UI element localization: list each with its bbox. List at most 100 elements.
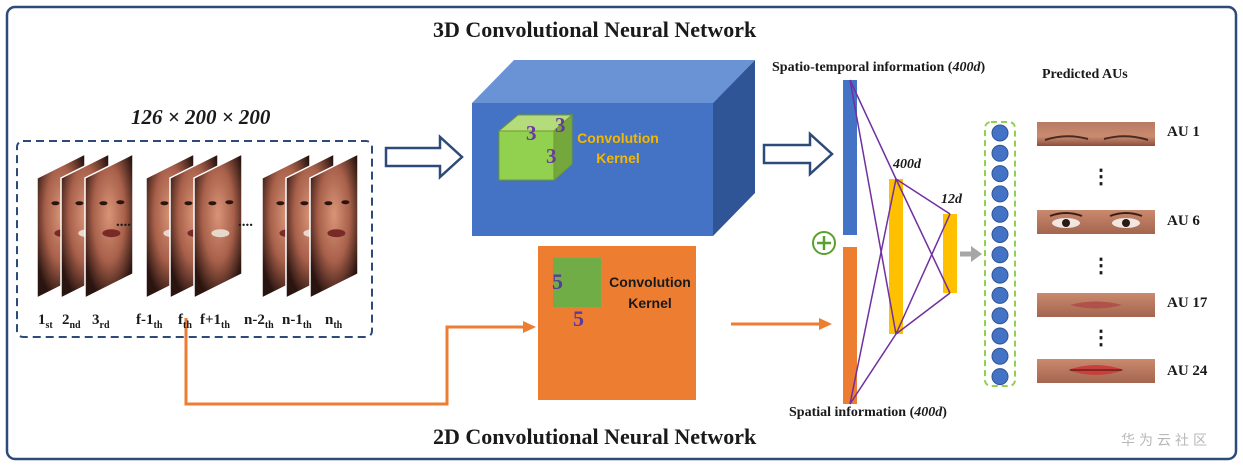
input-frames-box: [16, 140, 373, 338]
face-eye: [225, 200, 234, 205]
frame-label: f+1th: [200, 312, 230, 331]
output-node: [991, 368, 1009, 386]
output-nodes: [991, 124, 1009, 386]
face-frame: [84, 152, 134, 300]
kernel-2d-label: Convolution Kernel: [603, 272, 697, 314]
au-label-24: AU 24: [1167, 363, 1208, 379]
face-eye: [300, 201, 309, 206]
spatial-label: Spatial information (400d): [789, 405, 947, 421]
face-eye: [341, 200, 350, 205]
frame-label: nth: [325, 312, 342, 331]
frame-label: 2nd: [62, 312, 81, 331]
spatio-temporal-dim: 400d: [952, 60, 981, 75]
output-node: [991, 144, 1009, 162]
spatial-text: Spatial information (: [789, 405, 915, 420]
frame-label-base: n-2: [244, 312, 265, 328]
output-node: [991, 165, 1009, 183]
fc-400d-layer: [889, 179, 903, 334]
kernel-cube-front: [498, 130, 555, 181]
face-frame: [309, 152, 359, 300]
face-mouth: [327, 229, 346, 238]
output-node: [991, 347, 1009, 365]
link-fc1-to-fc2-a: [895, 178, 951, 215]
spatio-temporal-text: Spatio-temporal information (: [772, 60, 953, 75]
frame-label-base: f-1: [136, 312, 154, 328]
face-eye: [184, 201, 193, 206]
face-eye: [160, 201, 169, 206]
au-dots-2: ⋮: [1091, 255, 1111, 277]
face-eye: [116, 200, 125, 205]
face-mouth: [211, 229, 230, 238]
output-node: [991, 266, 1009, 284]
orange-arrowhead-2: [819, 318, 832, 330]
au-label-1: AU 1: [1167, 124, 1200, 140]
spatio-temporal-close: ): [980, 60, 986, 75]
frame-label-base: f+1: [200, 312, 222, 328]
frame-label-sub: st: [45, 320, 53, 331]
output-node: [991, 226, 1009, 243]
face-frame: [193, 152, 243, 300]
fc-connections: [849, 79, 951, 405]
frame-label: n-1th: [282, 312, 312, 331]
au-image-17: [1037, 293, 1155, 317]
frame-label-base: f: [178, 312, 183, 328]
frames-ellipsis-1: ....: [116, 214, 131, 230]
frame-label: fth: [178, 312, 192, 331]
frame-label-sub: th: [183, 320, 192, 331]
frame-label-sub: rd: [99, 320, 110, 331]
frame-label-base: n-1: [282, 312, 303, 328]
face-mouth: [102, 229, 121, 238]
fc1-dim-label: 400d: [893, 157, 921, 172]
face-eye: [324, 201, 333, 206]
title-2dcnn: 2D Convolutional Neural Network: [433, 424, 757, 449]
output-node: [991, 124, 1009, 142]
kernel-2d-size-bottom: 5: [573, 306, 584, 331]
orange-arrowhead-1: [523, 321, 536, 333]
kernel-3d-label: Convolution Kernel: [572, 128, 664, 168]
link-sp-to-fc1-top: [849, 178, 897, 405]
frame-label-sub: th: [264, 320, 274, 331]
frame-label-sub: th: [153, 320, 163, 331]
au-dots-3: ⋮: [1091, 327, 1111, 349]
frame-label: 1st: [38, 312, 53, 331]
output-nodes-box: [984, 121, 1016, 387]
gray-arrowhead: [971, 246, 982, 262]
kernel-3d-size-side: 3: [546, 144, 557, 168]
link-fc1-to-fc2-d: [895, 292, 951, 335]
au-image-24: [1037, 359, 1155, 383]
face-eye: [99, 201, 108, 206]
face-eye: [75, 201, 84, 206]
outer-frame: [5, 5, 1238, 461]
spatio-temporal-bar: [843, 80, 857, 235]
kernel-3d-label-line2: Kernel: [596, 150, 640, 166]
frame-label: 3rd: [92, 312, 110, 331]
face-eye: [51, 201, 60, 206]
fc-12d-layer: [943, 214, 957, 293]
frame-label: n-2th: [244, 312, 274, 331]
spatio-temporal-label: Spatio-temporal information (400d): [772, 60, 985, 76]
orange-path-from-frame: [184, 318, 526, 406]
arrow-to-3dcnn: [384, 134, 464, 180]
input-dimensions: 126 × 200 × 200: [131, 105, 271, 129]
output-node: [991, 205, 1009, 223]
output-node: [991, 185, 1009, 203]
frame-label-base: 3: [92, 312, 100, 328]
frame-label-sub: th: [221, 320, 230, 331]
watermark-text: 华为云社区: [1121, 433, 1211, 449]
au-image-1: [1037, 122, 1155, 146]
link-sp-to-fc1-bottom: [849, 333, 897, 405]
video-frames: [36, 152, 359, 300]
frame-label-sub: th: [333, 320, 343, 331]
kernel-3d-label-line1: Convolution: [577, 130, 659, 146]
au-dots-1: ⋮: [1091, 166, 1111, 188]
kernel-2d-square: [553, 258, 601, 307]
spatial-bar: [843, 247, 857, 404]
kernel-3d-size-front: 3: [526, 121, 537, 145]
frames-ellipsis-2: ....: [238, 214, 253, 230]
face-eye: [276, 201, 285, 206]
frame-label-sub: th: [302, 320, 312, 331]
arrow-from-3dcnn: [762, 131, 834, 177]
au-image-6: [1037, 210, 1155, 234]
frame-label-sub: nd: [69, 320, 81, 331]
